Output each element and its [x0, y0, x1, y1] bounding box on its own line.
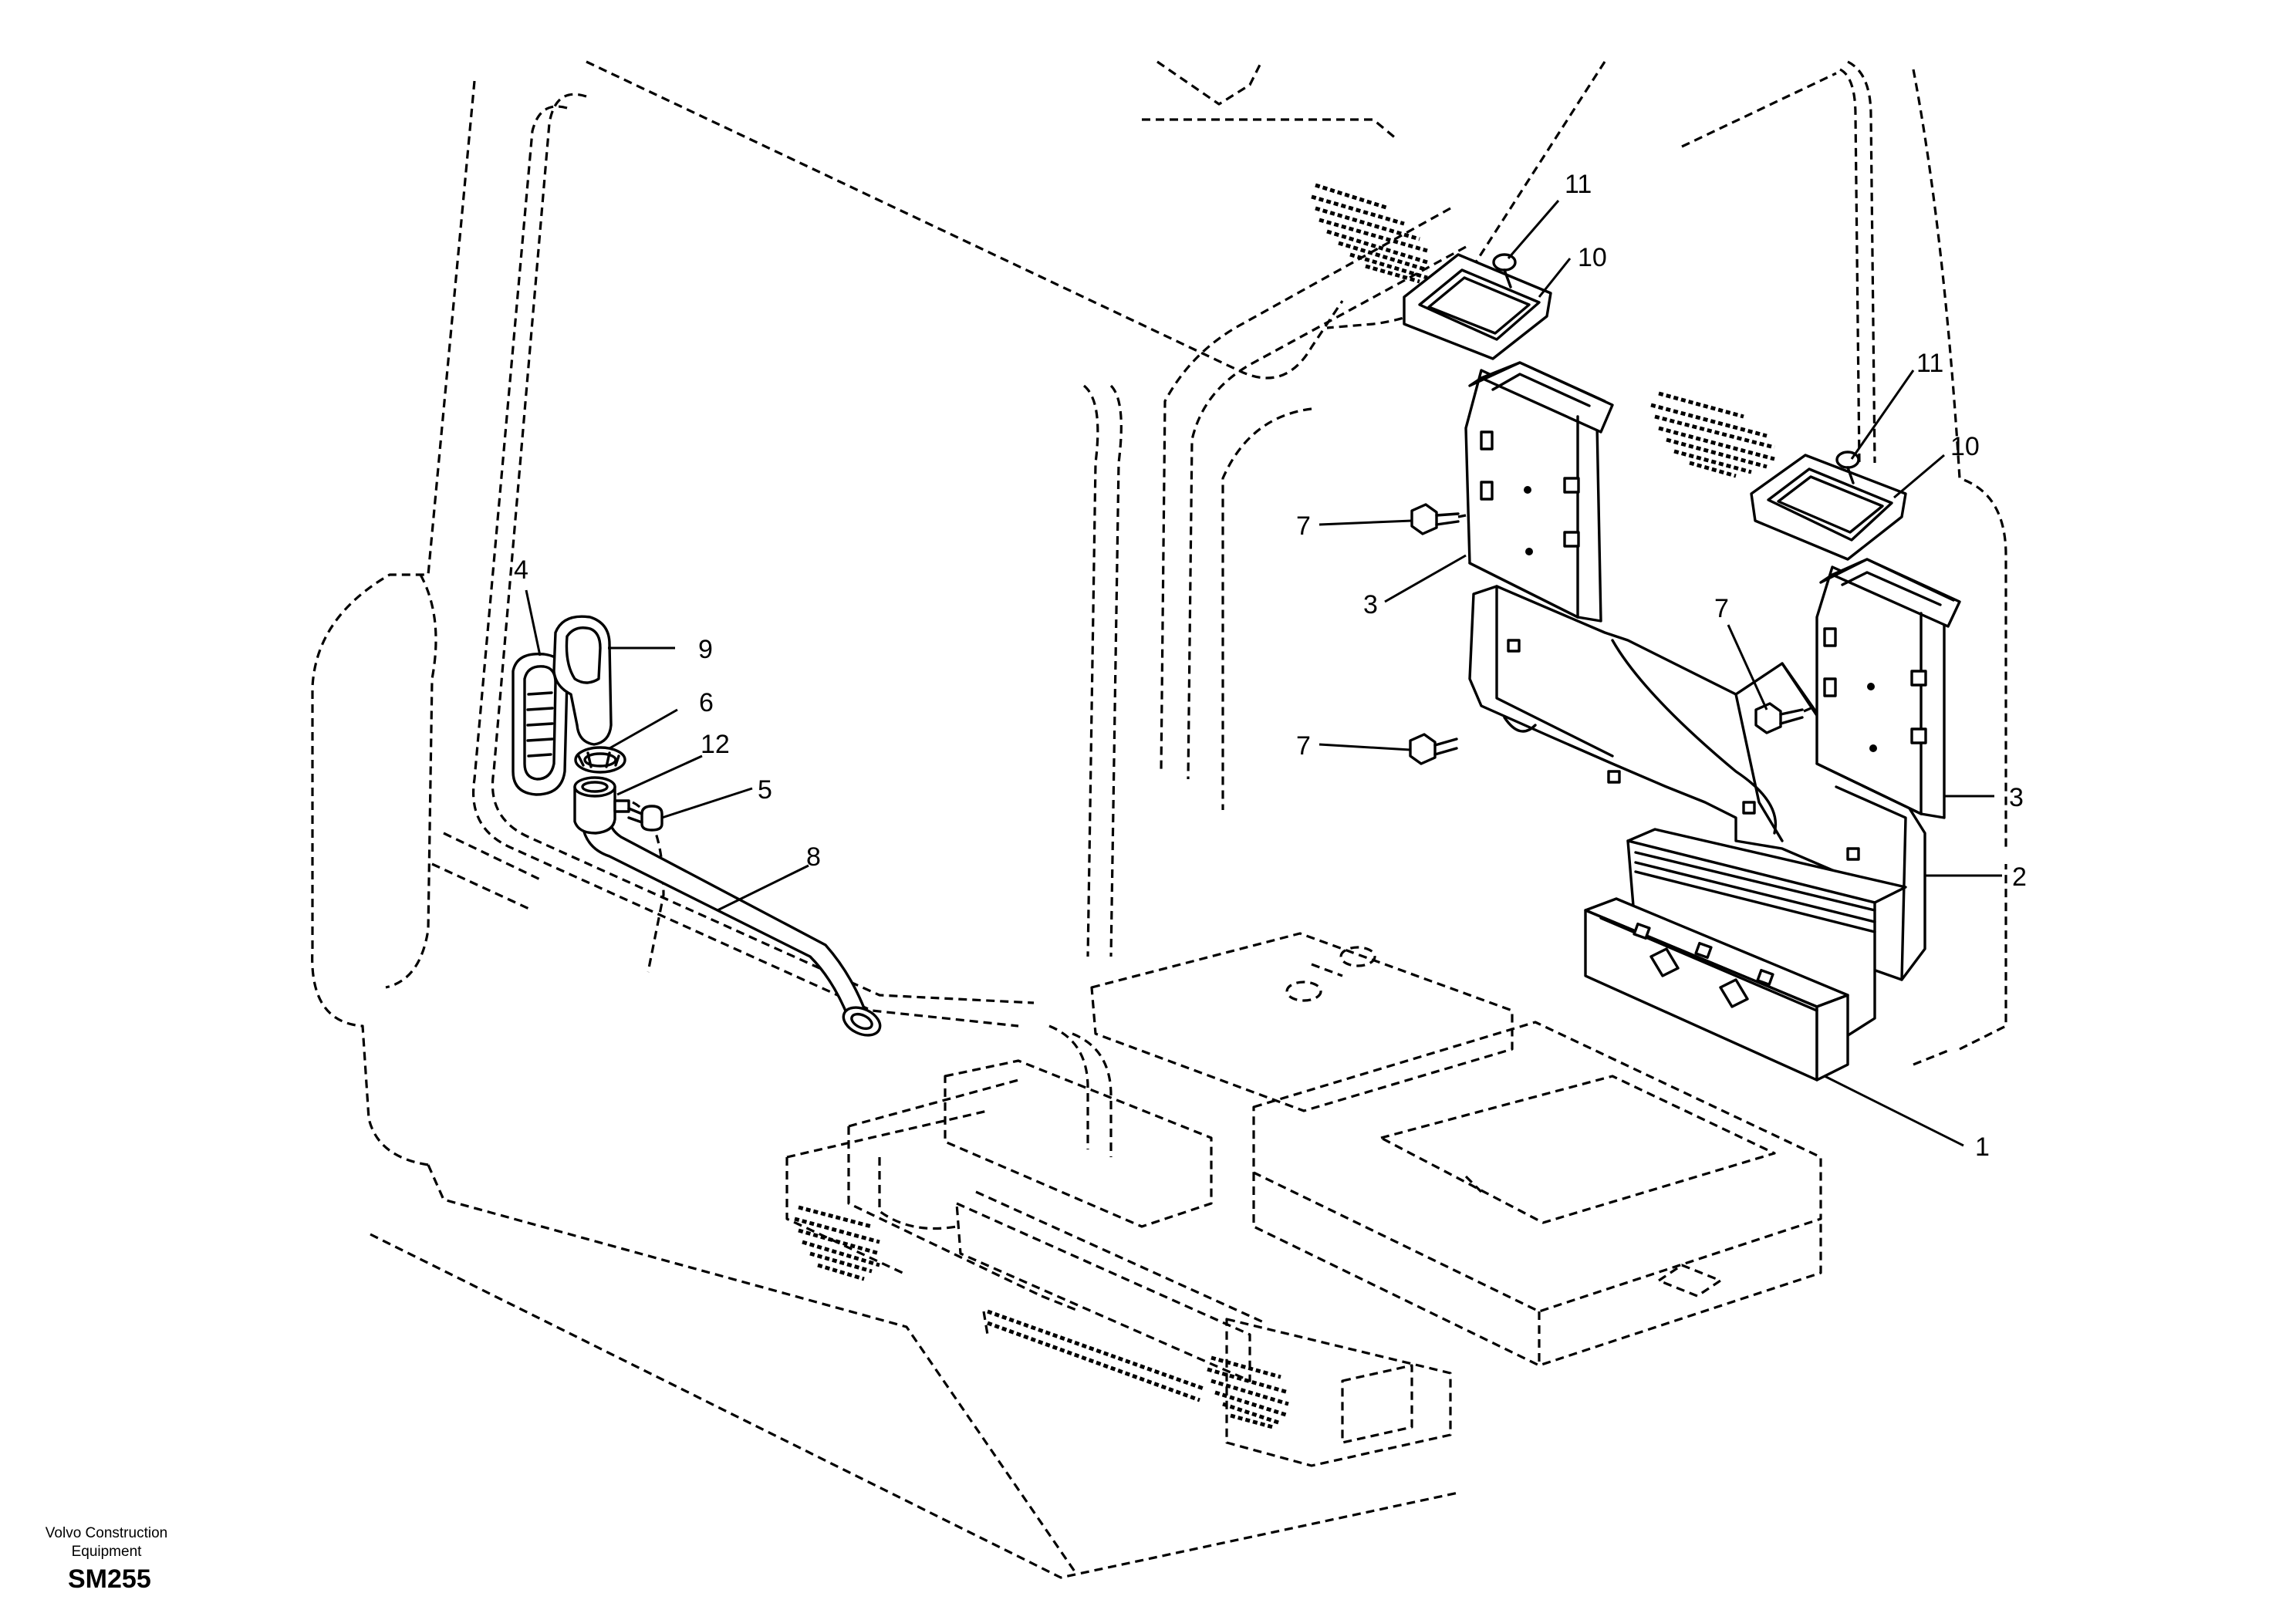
callout-9: 9	[698, 635, 713, 664]
callout-12: 12	[701, 730, 730, 759]
leader-lines	[525, 200, 2002, 1147]
part-6-clamp	[574, 746, 626, 774]
part-3-duct-left	[1464, 361, 1614, 623]
callout-10-right: 10	[1950, 432, 1980, 461]
callout-8: 8	[806, 842, 821, 872]
callout-1: 1	[1975, 1132, 1990, 1162]
part-7-bolt-upper	[1410, 503, 1467, 535]
manufacturer-label-line2: Equipment	[71, 1544, 142, 1560]
callout-3-left: 3	[1363, 590, 1378, 619]
callout-7-right: 7	[1714, 594, 1729, 623]
callout-11-left: 11	[1565, 170, 1592, 199]
part-7-bolt-lower	[1409, 733, 1458, 765]
part-10-vent-ring-right	[1750, 454, 1907, 561]
callout-11-right: 11	[1916, 349, 1943, 378]
callout-4: 4	[514, 555, 528, 585]
part-11-screw-left	[1492, 253, 1517, 289]
callout-5: 5	[758, 775, 772, 805]
part-1-outlet-box	[1584, 828, 1907, 1082]
part-10-vent-ring-left	[1403, 253, 1552, 360]
manufacturer-label-line1: Volvo Construction	[45, 1525, 168, 1541]
part-5-screw	[627, 805, 663, 832]
callout-7-upper: 7	[1296, 511, 1311, 541]
callout-2: 2	[2012, 862, 2027, 892]
callout-6: 6	[699, 688, 714, 717]
part-7-bolt-right	[1754, 702, 1815, 734]
part-8-pipe	[581, 816, 882, 1037]
part-12-hose-clamp	[573, 776, 630, 835]
callout-labels: 1 2 3 3 4 5 6 7 7 7 8 9 10 10 11 11 12	[514, 170, 2027, 1162]
part-4-grille	[512, 652, 569, 796]
manufacturer-label: Volvo Construction Equipment	[29, 1524, 184, 1561]
callout-10-left: 10	[1578, 243, 1607, 272]
callout-7-lower: 7	[1296, 731, 1311, 761]
callout-3-right: 3	[2009, 783, 2024, 812]
drawing-code: SM255	[68, 1564, 151, 1594]
part-3-duct-right	[1815, 558, 1961, 819]
hatched-areas	[794, 183, 1775, 1429]
floor-console-outline	[785, 932, 1822, 1467]
part-9-nozzle	[552, 615, 613, 746]
